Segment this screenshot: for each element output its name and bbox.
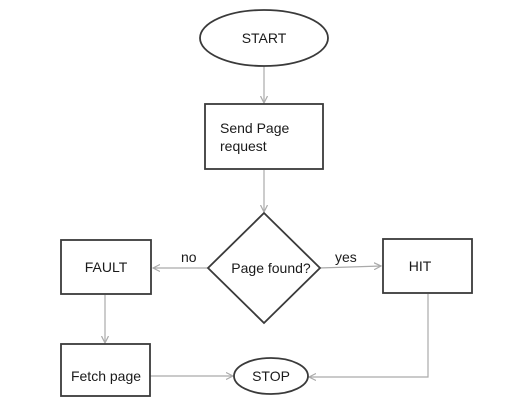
start-label: START [242,30,287,46]
connectors [105,66,429,377]
hit-node: HIT [382,238,473,294]
send-request-box [204,103,324,170]
fetch-label: Fetch page [71,368,141,384]
edge-label-yes: yes [335,249,357,265]
send-request-label-line2: request [220,138,267,154]
stop-label: STOP [252,368,290,384]
hit-box [382,238,473,294]
stop-node: STOP [233,357,309,395]
decision-node: Page found? [206,211,322,325]
send-request-node: Send Page request [204,103,324,170]
hit-label: HIT [409,258,432,274]
edge-hit-to-stop [309,294,429,377]
decision-label: Page found? [231,260,311,276]
send-request-label-line1: Send Page [220,120,289,136]
fault-node: FAULT [60,239,152,295]
start-node: START [199,9,329,67]
edge-label-no: no [181,249,197,265]
stop-oval [233,357,309,395]
fetch-node: Fetch page [60,343,151,397]
start-oval [199,9,329,67]
decision-diamond [206,211,322,325]
edge-decision-to-hit [318,266,381,268]
fault-box [60,239,152,295]
fetch-box [60,343,151,397]
fault-label: FAULT [85,259,128,275]
